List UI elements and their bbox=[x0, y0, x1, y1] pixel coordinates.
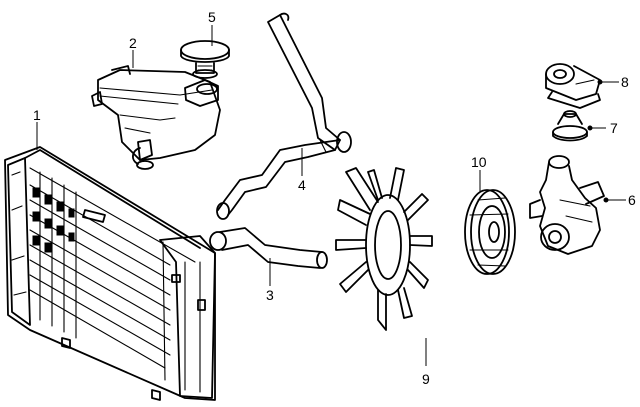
radiator-cap bbox=[180, 40, 230, 79]
cooling-fan bbox=[335, 167, 433, 331]
radiator bbox=[4, 146, 216, 401]
callout-9: 9 bbox=[422, 371, 430, 387]
thermostat-housing bbox=[545, 63, 601, 109]
callout-6: 6 bbox=[628, 192, 636, 208]
thermostat bbox=[552, 110, 588, 142]
water-pump bbox=[529, 155, 605, 255]
callout-7: 7 bbox=[610, 120, 618, 136]
callout-2: 2 bbox=[129, 35, 137, 51]
lower-radiator-hose bbox=[209, 227, 328, 269]
fan-clutch bbox=[464, 189, 516, 275]
callout-4: 4 bbox=[298, 177, 306, 193]
callout-10: 10 bbox=[471, 154, 487, 170]
coolant-reservoir bbox=[91, 65, 221, 170]
callout-3: 3 bbox=[266, 287, 274, 303]
callout-1: 1 bbox=[33, 107, 41, 123]
upper-radiator-hose bbox=[216, 12, 352, 220]
callout-8: 8 bbox=[621, 74, 629, 90]
callout-5: 5 bbox=[208, 9, 216, 25]
callout-leaders bbox=[36, 25, 626, 366]
callout-numbers: 1 2 3 4 5 6 7 8 9 10 bbox=[33, 9, 636, 387]
